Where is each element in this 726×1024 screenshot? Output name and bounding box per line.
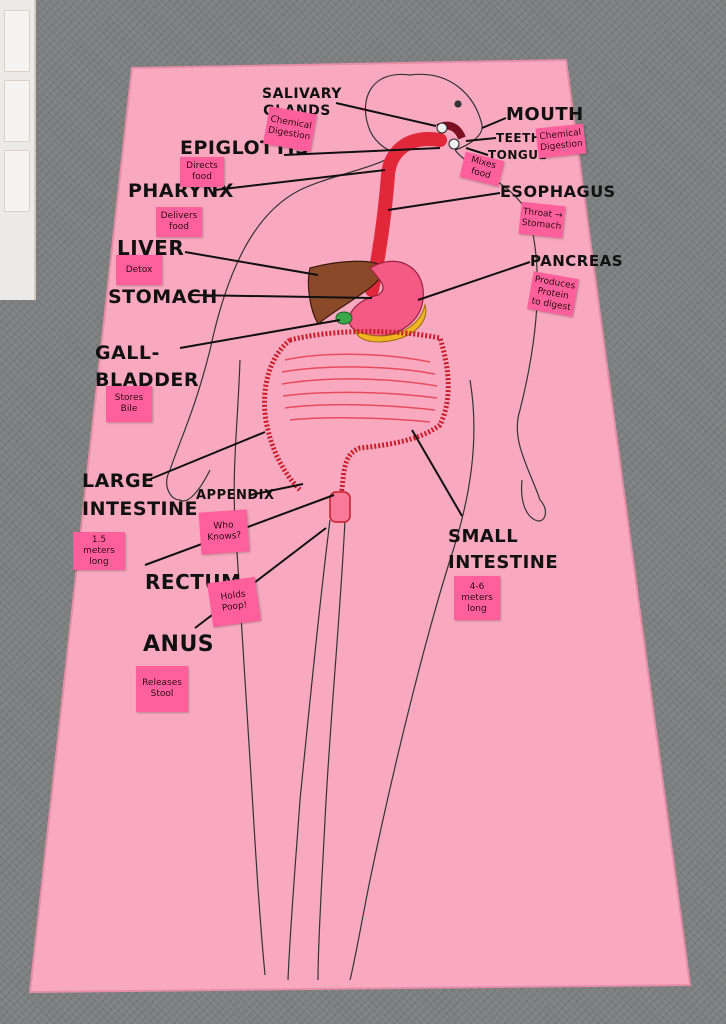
large-intestine-shape (261, 328, 451, 501)
note-small-intestine: 4-6 meters long (454, 576, 500, 620)
label-large-intestine: LARGE INTESTINE (82, 470, 199, 520)
gallbladder-shape (335, 311, 353, 325)
esophagus-shape (365, 132, 447, 297)
label-esophagus: ESOPHAGUS (500, 182, 616, 201)
shelf-slot (4, 10, 30, 72)
note-anus: Releases Stool (136, 666, 188, 712)
small-intestine-shape (281, 353, 438, 423)
note-liver: Detox (116, 255, 162, 285)
shelf-slot (4, 80, 30, 142)
label-appendix: APPENDIX (196, 488, 275, 503)
pancreas-shape (354, 303, 427, 343)
label-gallbladder: GALL-BLADDER (95, 342, 199, 391)
shelf-slot (4, 150, 30, 212)
label-pancreas: PANCREAS (530, 252, 623, 270)
label-anus: ANUS (143, 632, 215, 657)
note-large-intestine: 1.5 meters long (73, 532, 125, 570)
note-pancreas: Produces Protein to digest (527, 271, 579, 317)
label-teeth: TEETH (496, 131, 542, 145)
salivary-gland-shape (436, 122, 448, 134)
note-epiglottis: Directs food (180, 157, 224, 187)
label-small-intestine: SMALL INTESTINE (448, 526, 559, 573)
body-outline (166, 73, 547, 981)
note-gallbladder: Stores Bile (106, 386, 152, 422)
note-salivary: Chemical Digestion (263, 106, 317, 152)
teeth-shape (448, 138, 460, 150)
label-tongue: TONGUE (488, 148, 548, 162)
note-pharynx: Delivers food (156, 207, 202, 237)
note-mouth: Chemical Digestion (535, 123, 587, 159)
liver-shape (307, 260, 386, 325)
label-mouth: MOUTH (506, 104, 584, 125)
note-appendix: Who Knows? (198, 509, 250, 555)
note-rectum: Holds Poop! (207, 576, 261, 628)
note-esophagus: Throat → Stomach (518, 201, 566, 239)
bookshelf (0, 0, 36, 300)
pink-paper (28, 58, 692, 994)
rectum-shape (329, 491, 351, 523)
label-stomach: STOMACH (108, 286, 218, 308)
